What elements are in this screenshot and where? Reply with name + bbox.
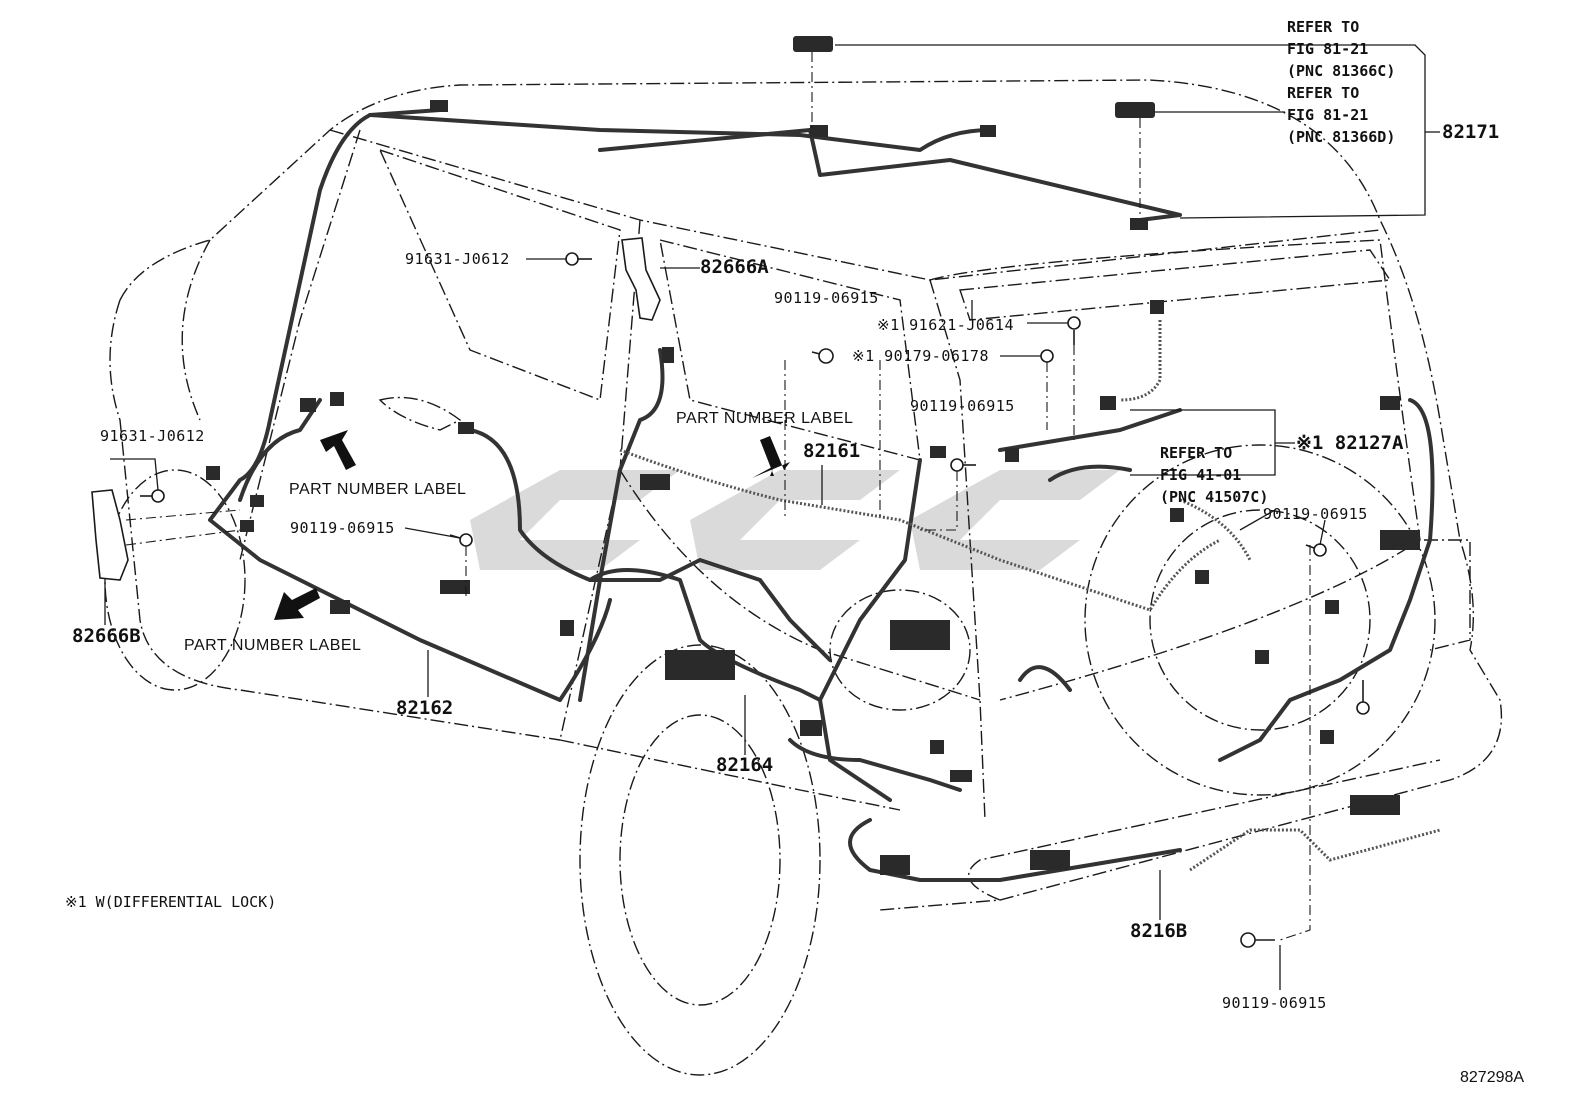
fastener-91631-J0612-left[interactable]: 91631-J0612 [100, 427, 205, 445]
bracket-82666B [91, 489, 129, 581]
ref-line: (PNC 81366D) [1287, 128, 1396, 146]
fastener-90179-06178[interactable]: ※1 90179-06178 [852, 347, 989, 365]
fastener-90119-06915-right[interactable]: 90119-06915 [1263, 505, 1368, 523]
part-82666A[interactable]: 82666A [700, 256, 769, 278]
ref-line: (PNC 81366C) [1287, 62, 1396, 80]
part-82162[interactable]: 82162 [396, 697, 454, 719]
fastener-91621-J0614[interactable]: ※1 91621-J0614 [877, 316, 1014, 334]
ref-line: FIG 81-21 [1287, 106, 1369, 124]
part-8216B[interactable]: 8216B [1130, 920, 1188, 942]
part-number-label-3: PART NUMBER LABEL [184, 637, 362, 654]
part-82666B[interactable]: 82666B [72, 625, 141, 647]
part-number-label-1: PART NUMBER LABEL [676, 410, 854, 427]
leader-lines [104, 44, 1440, 990]
fastener-90119-06915-top[interactable]: 90119-06915 [774, 289, 879, 307]
ref-line: FIG 41-01 [1160, 466, 1242, 484]
wire-harness-dotted [619, 320, 1441, 872]
connectors [206, 36, 1420, 875]
fastener-91631-J0612-top[interactable]: 91631-J0612 [405, 250, 510, 268]
fastener-90119-06915-left[interactable]: 90119-06915 [290, 519, 395, 537]
part-82164[interactable]: 82164 [716, 754, 774, 776]
part-82171[interactable]: 82171 [1442, 121, 1500, 143]
fastener-90119-06915-bottom[interactable]: 90119-06915 [1222, 994, 1327, 1012]
figure-id: 827298A [1460, 1069, 1525, 1086]
arrow-icons [274, 430, 790, 620]
ref-line: REFER TO [1287, 18, 1360, 36]
part-82127A[interactable]: ※1 82127A [1296, 432, 1404, 454]
fastener-bolts [140, 252, 1370, 948]
wheels [104, 444, 1436, 1076]
vehicle-body-outline [109, 79, 1503, 911]
ref-line: FIG 81-21 [1287, 40, 1369, 58]
footnote: ※1 W(DIFFERENTIAL LOCK) [65, 893, 277, 911]
bracket-82666A [621, 237, 661, 321]
ref-block-81366D: REFER TO FIG 81-21 (PNC 81366D) [1287, 82, 1395, 148]
dashed-guides [125, 52, 1311, 941]
ref-block-81366C: REFER TO FIG 81-21 (PNC 81366C) [1287, 16, 1395, 82]
ref-block-41507C: REFER TO FIG 41-01 (PNC 41507C) [1160, 442, 1268, 508]
watermark-logo [470, 470, 1120, 570]
wire-harness [208, 108, 1435, 882]
fastener-90119-06915-mid[interactable]: 90119-06915 [910, 397, 1015, 415]
ref-line: REFER TO [1160, 444, 1233, 462]
ref-line: (PNC 41507C) [1160, 488, 1269, 506]
ref-line: REFER TO [1287, 84, 1360, 102]
part-82161[interactable]: 82161 [803, 440, 861, 462]
part-number-label-2: PART NUMBER LABEL [289, 481, 467, 498]
